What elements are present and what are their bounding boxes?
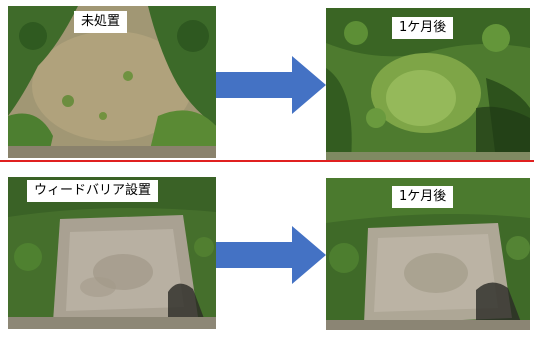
arrow-bottom-shape (216, 226, 326, 284)
right-arrow-icon (216, 56, 326, 114)
photo-weed-barrier-1month (326, 178, 530, 330)
label-untreated-1month: 1ケ月後 (392, 17, 454, 39)
label-weed-barrier-1month: 1ケ月後 (392, 186, 454, 208)
label-untreated: 未処置 (74, 11, 128, 33)
section-divider (0, 160, 534, 162)
arrow-top-shape (216, 56, 326, 114)
right-arrow-icon (216, 226, 326, 284)
label-weed-barrier: ウィードバリア設置 (27, 180, 159, 202)
